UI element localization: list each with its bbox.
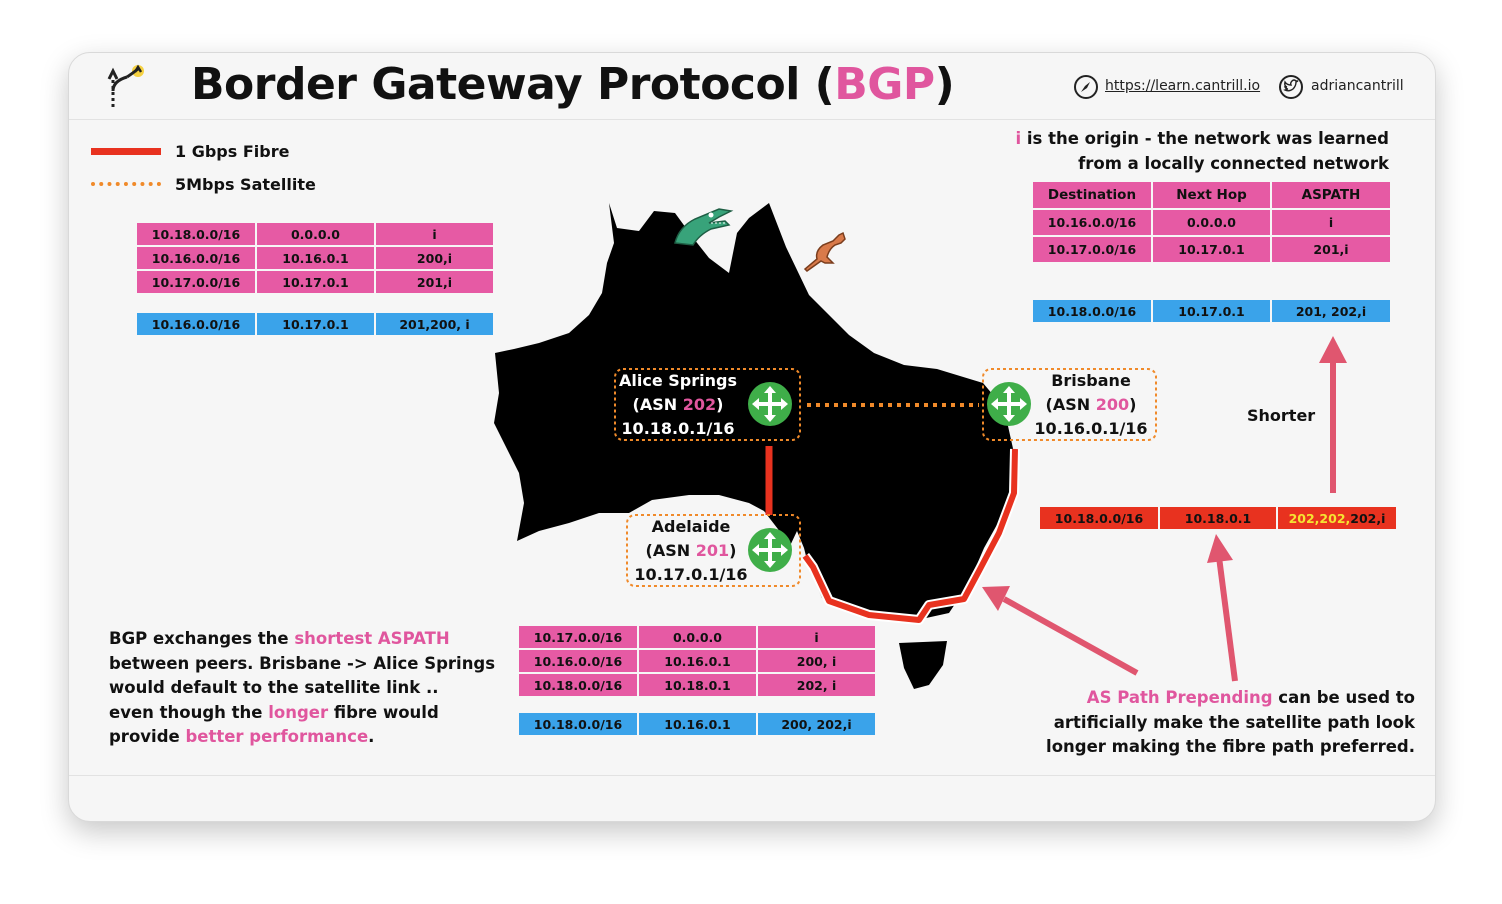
adelaide-router-box — [626, 514, 801, 587]
fibre-legend-swatch — [91, 148, 161, 155]
twitter-icon — [1278, 74, 1304, 100]
satellite-legend-label: 5Mbps Satellite — [175, 175, 316, 194]
arrow-head — [982, 586, 1010, 611]
footer-divider — [69, 775, 1435, 776]
page-title: Border Gateway Protocol (BGP) — [191, 59, 955, 110]
router-icon[interactable] — [747, 527, 793, 573]
compass-icon — [1073, 74, 1099, 100]
arrow-head — [1207, 534, 1233, 563]
website-link[interactable]: https://learn.cantrill.io — [1105, 78, 1261, 94]
tasmania — [899, 641, 947, 689]
arrow-head — [1319, 336, 1347, 363]
fibre-legend-label: 1 Gbps Fibre — [175, 142, 290, 161]
satellite-legend-swatch — [91, 182, 161, 186]
brisbane-router-box — [982, 368, 1157, 441]
shorter-label: Shorter — [1247, 406, 1316, 425]
adelaide-router-label: Adelaide (ASN 201) 10.17.0.1/16 — [634, 517, 748, 584]
alice-router-label: Alice Springs (ASN 202) 10.18.0.1/16 — [619, 371, 737, 438]
router-icon[interactable] — [747, 381, 793, 427]
kangaroo-icon — [803, 231, 851, 275]
alice-router-box — [614, 368, 801, 441]
branch-logo-icon — [103, 63, 153, 113]
arrow-to-row — [1216, 556, 1238, 682]
origin-note: i is the origin - the network was learne… — [1015, 129, 1389, 173]
arrow-to-fibre — [1002, 596, 1139, 676]
bgp-explanation-note: BGP exchanges the shortest ASPATH betwee… — [109, 629, 496, 746]
twitter-handle[interactable]: adriancantrill — [1311, 78, 1404, 94]
brisbane-router-label: Brisbane (ASN 200) 10.16.0.1/16 — [1034, 371, 1148, 438]
slide-card: Border Gateway Protocol (BGP) https://le… — [68, 52, 1436, 822]
header-divider — [69, 119, 1435, 120]
fibre-link-coast-red — [802, 448, 1018, 623]
router-icon[interactable] — [986, 381, 1032, 427]
prepending-note: AS Path Prepending can be used to artifi… — [1046, 688, 1415, 756]
crocodile-icon — [669, 205, 735, 249]
